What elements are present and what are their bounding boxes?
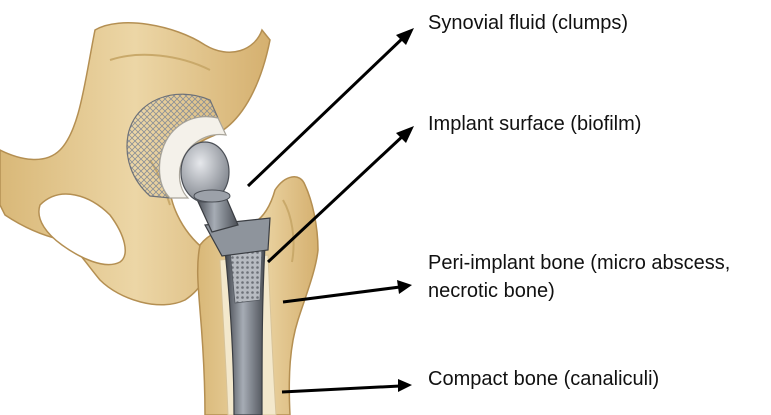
arrowhead-compact-bone: [398, 379, 412, 392]
porous-coating: [230, 247, 262, 303]
label-compact-bone-text: Compact bone (canaliculi): [428, 365, 659, 393]
arrowhead-peri-implant-bone: [397, 280, 412, 294]
label-peri-implant-bone: Peri-implant bone (micro abscess, necrot…: [428, 249, 730, 305]
arrow-compact-bone: [282, 386, 400, 392]
label-implant-surface-text: Implant surface (biofilm): [428, 110, 641, 138]
label-synovial-fluid-text: Synovial fluid (clumps): [428, 9, 628, 37]
label-implant-surface: Implant surface (biofilm): [428, 110, 641, 138]
label-compact-bone: Compact bone (canaliculi): [428, 365, 659, 393]
label-peri-implant-bone-line2: necrotic bone): [428, 277, 730, 305]
label-synovial-fluid: Synovial fluid (clumps): [428, 9, 628, 37]
arrow-synovial-fluid: [248, 36, 405, 186]
label-peri-implant-bone-line1: Peri-implant bone (micro abscess,: [428, 249, 730, 277]
